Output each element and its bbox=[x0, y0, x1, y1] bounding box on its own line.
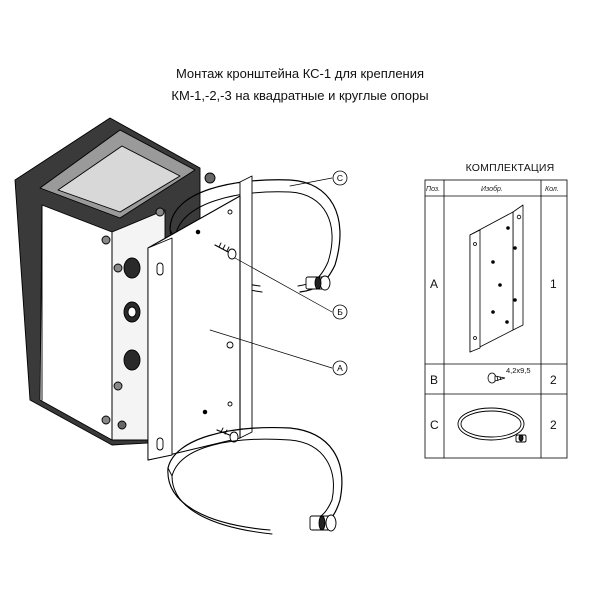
callout-a-label: A bbox=[337, 363, 343, 373]
upper-clamp-bolt bbox=[305, 275, 331, 291]
callout-c-label: С bbox=[337, 173, 343, 183]
kit-row-2-qty: 2 bbox=[550, 373, 557, 387]
kit-row-3-qty: 2 bbox=[550, 418, 557, 432]
kit-row-3-pos: C bbox=[430, 418, 439, 432]
leader-line-b bbox=[234, 257, 333, 313]
callout-b-circle bbox=[332, 304, 348, 320]
callout-c-circle bbox=[332, 170, 348, 186]
callout-a-circle bbox=[332, 360, 348, 376]
kit-table bbox=[424, 179, 568, 459]
callout-b-label: Б bbox=[337, 307, 343, 317]
screw-b-lower bbox=[216, 427, 239, 443]
kit-header-qty: Кол. bbox=[545, 186, 559, 193]
kit-image-clamp bbox=[457, 407, 527, 443]
leader-line-a bbox=[209, 329, 333, 369]
diagram-title-line-1: Монтаж кронштейна КС-1 для крепления bbox=[175, 66, 425, 81]
kit-image-bracket bbox=[469, 204, 524, 353]
kit-row-2-note: 4,2х9,5 bbox=[506, 366, 531, 375]
kit-row-2-pos: B bbox=[430, 373, 439, 387]
diagram-title-line-2: КМ-1,-2,-3 на квадратные и круглые опоры bbox=[171, 88, 429, 103]
lower-clamp-band bbox=[167, 426, 343, 535]
kit-row-1-qty: 1 bbox=[550, 277, 557, 291]
lower-clamp-bolt bbox=[309, 514, 337, 532]
bracket-plate bbox=[147, 175, 253, 461]
leader-line-c bbox=[289, 177, 333, 187]
kit-header-image: Изобр. bbox=[481, 186, 503, 193]
kit-header-pos: Поз. bbox=[426, 186, 441, 193]
kit-title: КОМПЛЕКТАЦИЯ bbox=[465, 162, 555, 174]
screw-b-upper bbox=[214, 242, 237, 260]
kit-row-1-pos: A bbox=[430, 277, 439, 291]
kit-image-screw bbox=[487, 372, 506, 384]
